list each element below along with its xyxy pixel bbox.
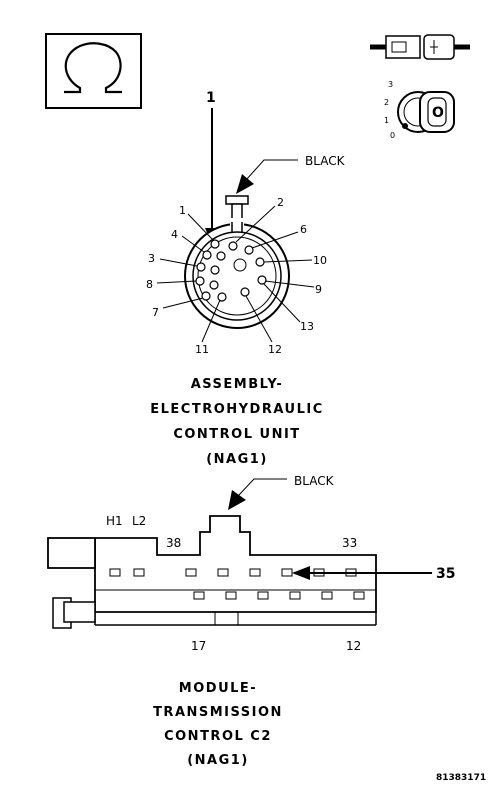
callout-35: 35	[436, 566, 455, 582]
caption-line-4: (NAG1)	[206, 452, 268, 467]
callout-1: 1	[206, 90, 216, 106]
caption-line-4: (NAG1)	[187, 753, 249, 768]
top-connector-caption: ASSEMBLY- ELECTROHYDRAULIC CONTROL UNIT …	[150, 377, 324, 467]
pin-label-10: 10	[313, 254, 327, 267]
caption-line-3: CONTROL C2	[164, 729, 272, 744]
pin-label-11: 11	[195, 343, 209, 356]
top-wire-color-label: BLACK	[305, 154, 346, 168]
pin-label-12: 12	[268, 343, 282, 356]
caption-line-3: CONTROL UNIT	[173, 427, 300, 442]
pin-label-2: 2	[277, 196, 284, 209]
label-pin-12: 12	[346, 639, 361, 653]
label-pin-33: 33	[342, 536, 357, 550]
caption-line-1: MODULE-	[179, 681, 257, 696]
ignition-key-letter: O	[432, 105, 444, 121]
rect-connector: BLACK 35 H1	[47, 474, 455, 653]
ignition-key-icon: 3 2 1 0 O	[384, 80, 455, 140]
omega-icon	[45, 33, 142, 109]
pin-label-9: 9	[315, 283, 322, 296]
pin-label-8: 8	[146, 278, 153, 291]
caption-line-1: ASSEMBLY-	[191, 377, 284, 392]
bottom-wire-color-label: BLACK	[294, 474, 335, 488]
pin-label-4: 4	[171, 228, 178, 241]
pin-label-13: 13	[300, 320, 314, 333]
label-pin-17: 17	[191, 639, 206, 653]
figure-id: 81383171	[436, 773, 486, 783]
pin-label-3: 3	[148, 252, 155, 265]
pin-label-7: 7	[152, 306, 159, 319]
pin-label-1: 1	[179, 204, 186, 217]
label-l2: L2	[132, 514, 146, 528]
caption-line-2: ELECTROHYDRAULIC	[150, 402, 324, 417]
ignition-position-3: 3	[388, 80, 393, 89]
ignition-position-2: 2	[384, 98, 389, 107]
caption-line-2: TRANSMISSION	[153, 705, 283, 720]
ignition-position-0: 0	[390, 131, 395, 140]
pin-label-6: 6	[300, 223, 307, 236]
label-h1: H1	[106, 514, 123, 528]
ignition-position-1: 1	[384, 116, 389, 125]
label-pin-38: 38	[166, 536, 181, 550]
round-connector: 1 BLACK	[146, 90, 346, 356]
bottom-connector-caption: MODULE- TRANSMISSION CONTROL C2 (NAG1)	[153, 681, 283, 768]
connector-icon	[370, 34, 470, 60]
